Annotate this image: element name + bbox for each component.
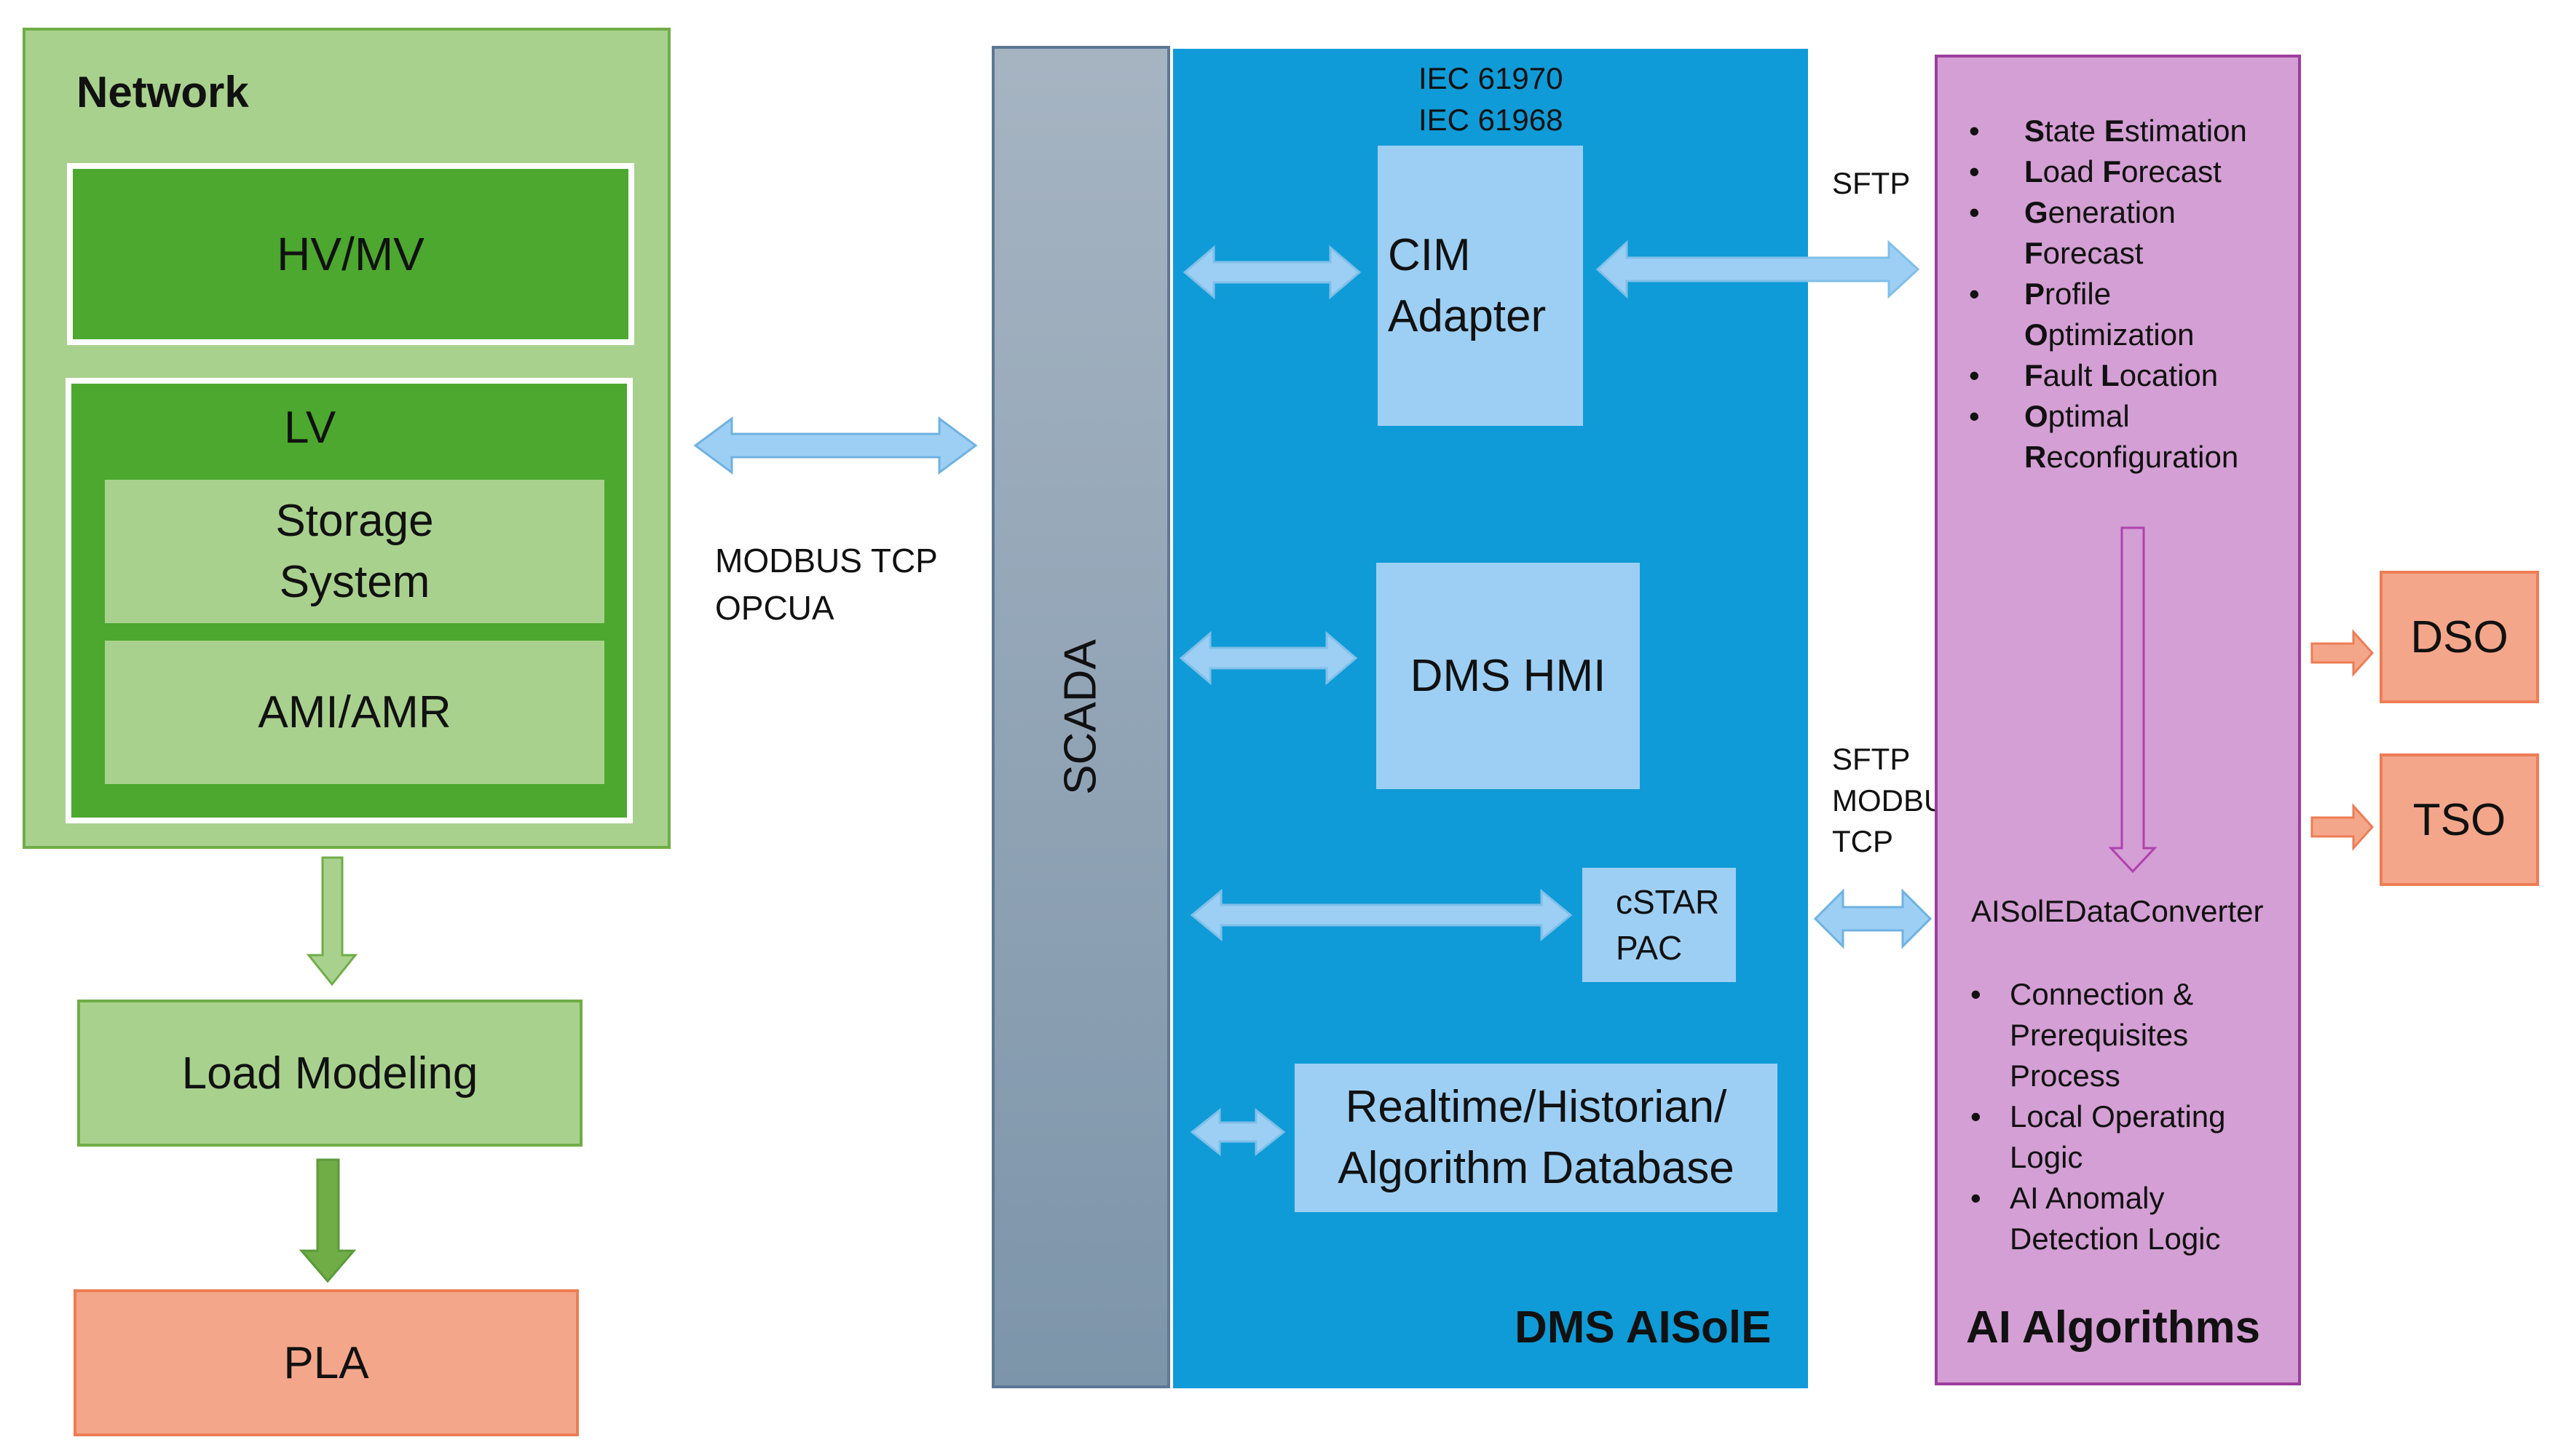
cim-line1: CIM [1388,229,1471,280]
hv-mv-block: HV/MV [67,163,634,345]
double-arrow-scada-db [1190,1107,1286,1157]
network-title: Network [76,68,249,116]
algorithm-word-rest: orecast [2042,236,2144,270]
algorithm-initial: S [2024,114,2045,148]
down-arrow-ai-internal [2108,526,2158,874]
db-line1: Realtime/Historian/ [1345,1082,1727,1133]
ai-title: AI Algorithms [1966,1302,2261,1353]
algorithm-initial: O [2024,317,2048,352]
algorithm-item: Load Forecast [1959,151,2294,192]
converter-item-line1: AI Anomaly [2010,1181,2165,1215]
double-arrow-scada-cstar [1190,888,1573,942]
tso-block: TSO [2380,753,2539,886]
algorithm-word-rest: ault [2042,358,2101,392]
algorithm-initial: L [2024,154,2043,189]
dso-block: DSO [2380,571,2539,703]
algorithm-word-rest: ptimal [2048,399,2130,433]
algorithm-initial: E [2104,114,2125,148]
algorithm-item: Fault Location [1959,355,2294,396]
down-arrow-load-pla [299,1158,357,1283]
cstar-line1: cSTAR [1616,883,1720,922]
lv-title: LV [284,403,336,453]
algorithm-word-rest: orecast [2121,154,2222,189]
scada-column [992,46,1170,1388]
iec-line2: IEC 61968 [1418,102,1563,137]
db-line2: Algorithm Database [1338,1143,1734,1193]
double-arrow-cim-ai [1595,240,1920,299]
double-arrow-network-scada [693,416,978,475]
dms-hmi-block: DMS HMI [1376,563,1640,789]
double-arrow-dms-converter [1813,888,1933,949]
arrow-ai-dso [2310,629,2375,677]
algorithm-initial: G [2024,195,2048,229]
ami-amr-block: AMI/AMR [105,641,604,784]
algorithm-word-rest: tate [2045,114,2104,148]
algorithm-initial: F [2102,154,2122,189]
sftp-label: SFTP [1832,166,1911,200]
converter-item-line2: Prerequisites [2010,1018,2189,1052]
algorithm-word-rest: econfiguration [2046,440,2239,474]
algorithm-initial: F [2024,236,2043,270]
cim-adapter-block: CIM Adapter [1378,146,1583,426]
sftp2-line3: TCP [1832,824,1893,859]
down-arrow-network-load [306,856,358,986]
load-modeling-block: Load Modeling [77,1000,583,1147]
algorithm-initial: R [2024,440,2047,474]
cstar-pac-block: cSTAR PAC [1582,868,1736,982]
converter-title: AISolEDataConverter [1971,894,2264,928]
converter-list: Connection &PrerequisitesProcessLocal Op… [1959,974,2294,1259]
algorithm-item: State Estimation [1959,111,2294,151]
double-arrow-scada-hmi [1179,630,1358,686]
modbus-line1: MODBUS TCP [715,542,938,579]
arrow-ai-tso [2310,803,2375,851]
dms-title: DMS AISolE [1515,1302,1772,1353]
iec-label: IEC 61970 IEC 61968 [1418,58,1563,141]
algorithm-word-rest: ptimization [2048,317,2195,352]
storage-line1: Storage [275,495,434,546]
modbus-opcua-label: MODBUS TCP OPCUA [715,537,938,633]
algorithm-word-rest: ocation [2119,358,2219,392]
algorithm-word-rest: oad [2042,154,2103,189]
storage-line2: System [279,556,430,607]
algorithm-initial: L [2101,358,2120,392]
algorithm-initial: F [2024,358,2043,392]
algorithm-word-rest: stimation [2124,114,2247,148]
converter-item-line3: Process [2010,1059,2120,1093]
pla-block: PLA [74,1289,579,1436]
algorithm-word-rest: eneration [2048,195,2176,229]
converter-item-line1: Local Operating [2010,1099,2226,1133]
algorithm-initial: P [2024,277,2045,311]
converter-item-line2: Logic [2010,1140,2083,1174]
storage-system-block: Storage System [105,480,604,623]
converter-item-line1: Connection & [2010,977,2194,1011]
cstar-line2: PAC [1616,928,1683,967]
iec-line1: IEC 61970 [1418,61,1563,95]
algorithm-list: State EstimationLoad ForecastGenerationF… [1959,111,2294,478]
cim-line2: Adapter [1388,290,1547,341]
modbus-line2: OPCUA [715,589,834,628]
algorithm-initial: O [2024,399,2048,433]
double-arrow-scada-cim [1183,245,1362,300]
algorithm-word-rest: rofile [2045,277,2112,311]
converter-item-line2: Detection Logic [2010,1222,2221,1256]
sftp2-line1: SFTP [1832,742,1911,776]
realtime-database-block: Realtime/Historian/ Algorithm Database [1295,1064,1777,1212]
